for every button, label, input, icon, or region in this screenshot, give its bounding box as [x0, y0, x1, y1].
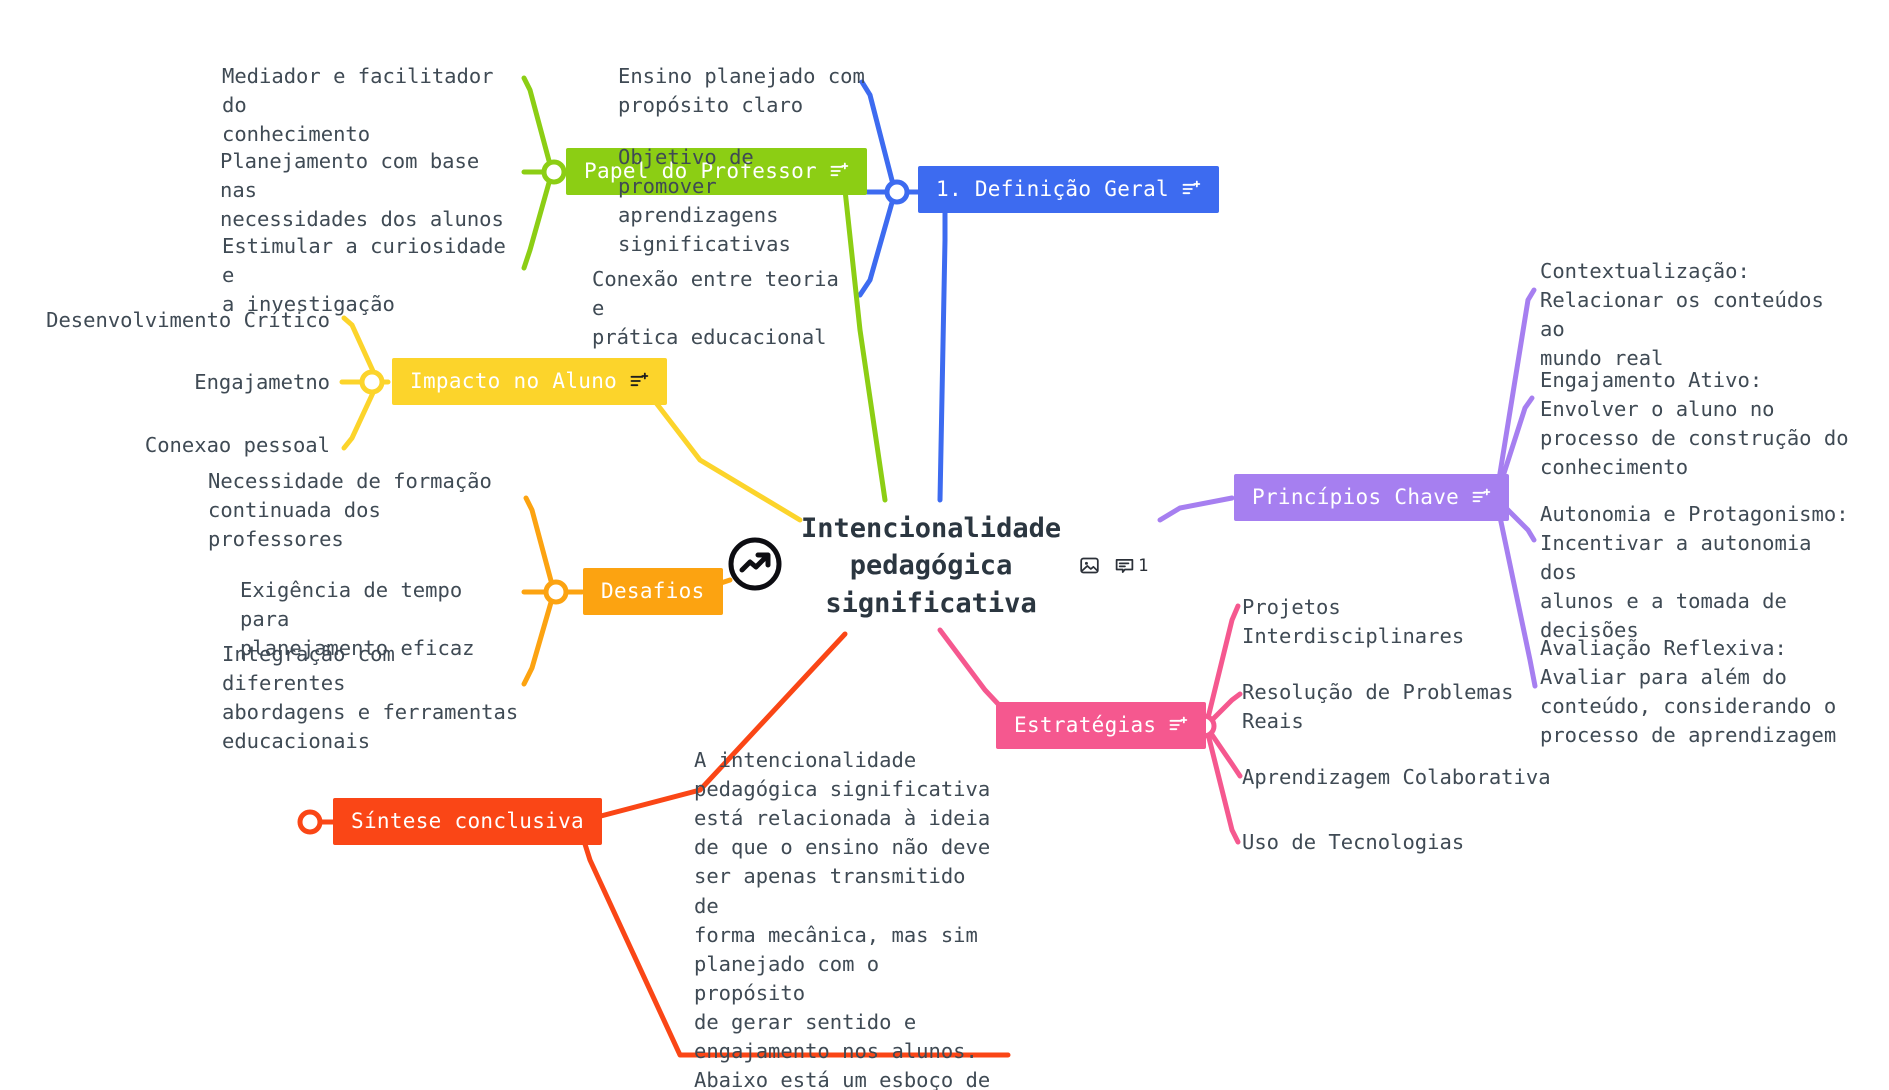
trending-up-circle-icon — [727, 536, 783, 596]
root-title: Intencionalidade pedagógica significativ… — [801, 513, 1062, 619]
leaf-principios-chave-3[interactable]: Avaliação Reflexiva: Avaliar para além d… — [1540, 636, 1837, 748]
notes-add-icon[interactable] — [629, 371, 649, 391]
leaf-impacto-no-aluno-0[interactable]: Desenvolvimento Crítico — [46, 308, 330, 332]
topic-label-sintese-conclusiva: Síntese conclusiva — [351, 809, 584, 833]
topic-node-sintese-conclusiva[interactable]: Síntese conclusiva — [333, 798, 602, 846]
leaf-desafios-2[interactable]: Integração com diferentes abordagens e f… — [222, 642, 519, 754]
leaf-estrategias-1[interactable]: Resolução de Problemas Reais — [1242, 680, 1514, 734]
leaf-impacto-no-aluno-1[interactable]: Engajametno — [194, 370, 330, 394]
topic-node-definicao-geral[interactable]: 1. Definição Geral — [918, 166, 1219, 214]
notes-add-icon[interactable] — [1168, 715, 1188, 735]
comment-count: 1 — [1138, 555, 1149, 576]
root-meta[interactable]: 1 — [1079, 555, 1148, 576]
leaf-definicao-geral-2[interactable]: Conexão entre teoria e prática educacion… — [592, 267, 839, 350]
leaf-impacto-no-aluno-2[interactable]: Conexao pessoal — [144, 433, 330, 457]
topic-node-papel-do-professor[interactable]: Papel do Professor — [566, 148, 867, 196]
topic-label-papel-do-professor: Papel do Professor — [584, 159, 817, 183]
topic-node-principios-chave[interactable]: Princípios Chave — [1234, 474, 1510, 522]
leaf-desafios-0[interactable]: Necessidade de formação continuada dos p… — [208, 469, 492, 552]
leaf-papel-do-professor-1[interactable]: Planejamento com base nas necessidades d… — [220, 149, 504, 232]
topic-label-definicao-geral: 1. Definição Geral — [936, 177, 1169, 201]
leaf-papel-do-professor-0[interactable]: Mediador e facilitador do conhecimento — [222, 64, 494, 147]
topic-node-desafios[interactable]: Desafios — [583, 568, 723, 616]
leaf-desafios-1[interactable]: Exigência de tempo para planejamento efi… — [240, 578, 475, 661]
topic-label-desafios: Desafios — [601, 579, 705, 603]
notes-add-icon[interactable] — [829, 161, 849, 181]
leaf-estrategias-2[interactable]: Aprendizagem Colaborativa — [1242, 765, 1551, 789]
leaf-estrategias-0[interactable]: Projetos Interdisciplinares — [1242, 595, 1465, 649]
topic-node-estrategias[interactable]: Estratégias — [996, 702, 1207, 750]
topic-node-impacto-no-aluno[interactable]: Impacto no Aluno — [392, 358, 668, 406]
leaf-principios-chave-2[interactable]: Autonomia e Protagonismo: Incentivar a a… — [1540, 502, 1849, 643]
comment-icon-group[interactable]: 1 — [1114, 555, 1148, 576]
leaf-sintese-conclusiva-0[interactable]: A intencionalidade pedagógica significat… — [694, 748, 991, 1090]
leaf-definicao-geral-0[interactable]: Ensino planejado com propósito claro — [618, 64, 865, 118]
root-node[interactable]: Intencionalidade pedagógica significativ… — [727, 510, 1148, 622]
notes-add-icon[interactable] — [1471, 487, 1491, 507]
leaf-estrategias-3[interactable]: Uso de Tecnologias — [1242, 830, 1465, 854]
topic-label-estrategias: Estratégias — [1014, 713, 1157, 737]
image-icon[interactable] — [1079, 555, 1100, 576]
leaf-papel-do-professor-2[interactable]: Estimular a curiosidade e a investigação — [222, 234, 506, 317]
notes-add-icon[interactable] — [1181, 179, 1201, 199]
leaf-definicao-geral-1[interactable]: Objetivo de promover aprendizagens signi… — [618, 145, 791, 257]
comment-icon — [1115, 559, 1134, 574]
leaf-principios-chave-0[interactable]: Contextualização: Relacionar os conteúdo… — [1540, 259, 1824, 371]
leaf-principios-chave-1[interactable]: Engajamento Ativo: Envolver o aluno no p… — [1540, 368, 1849, 480]
topic-label-impacto-no-aluno: Impacto no Aluno — [410, 369, 618, 393]
topic-label-principios-chave: Princípios Chave — [1252, 485, 1460, 509]
